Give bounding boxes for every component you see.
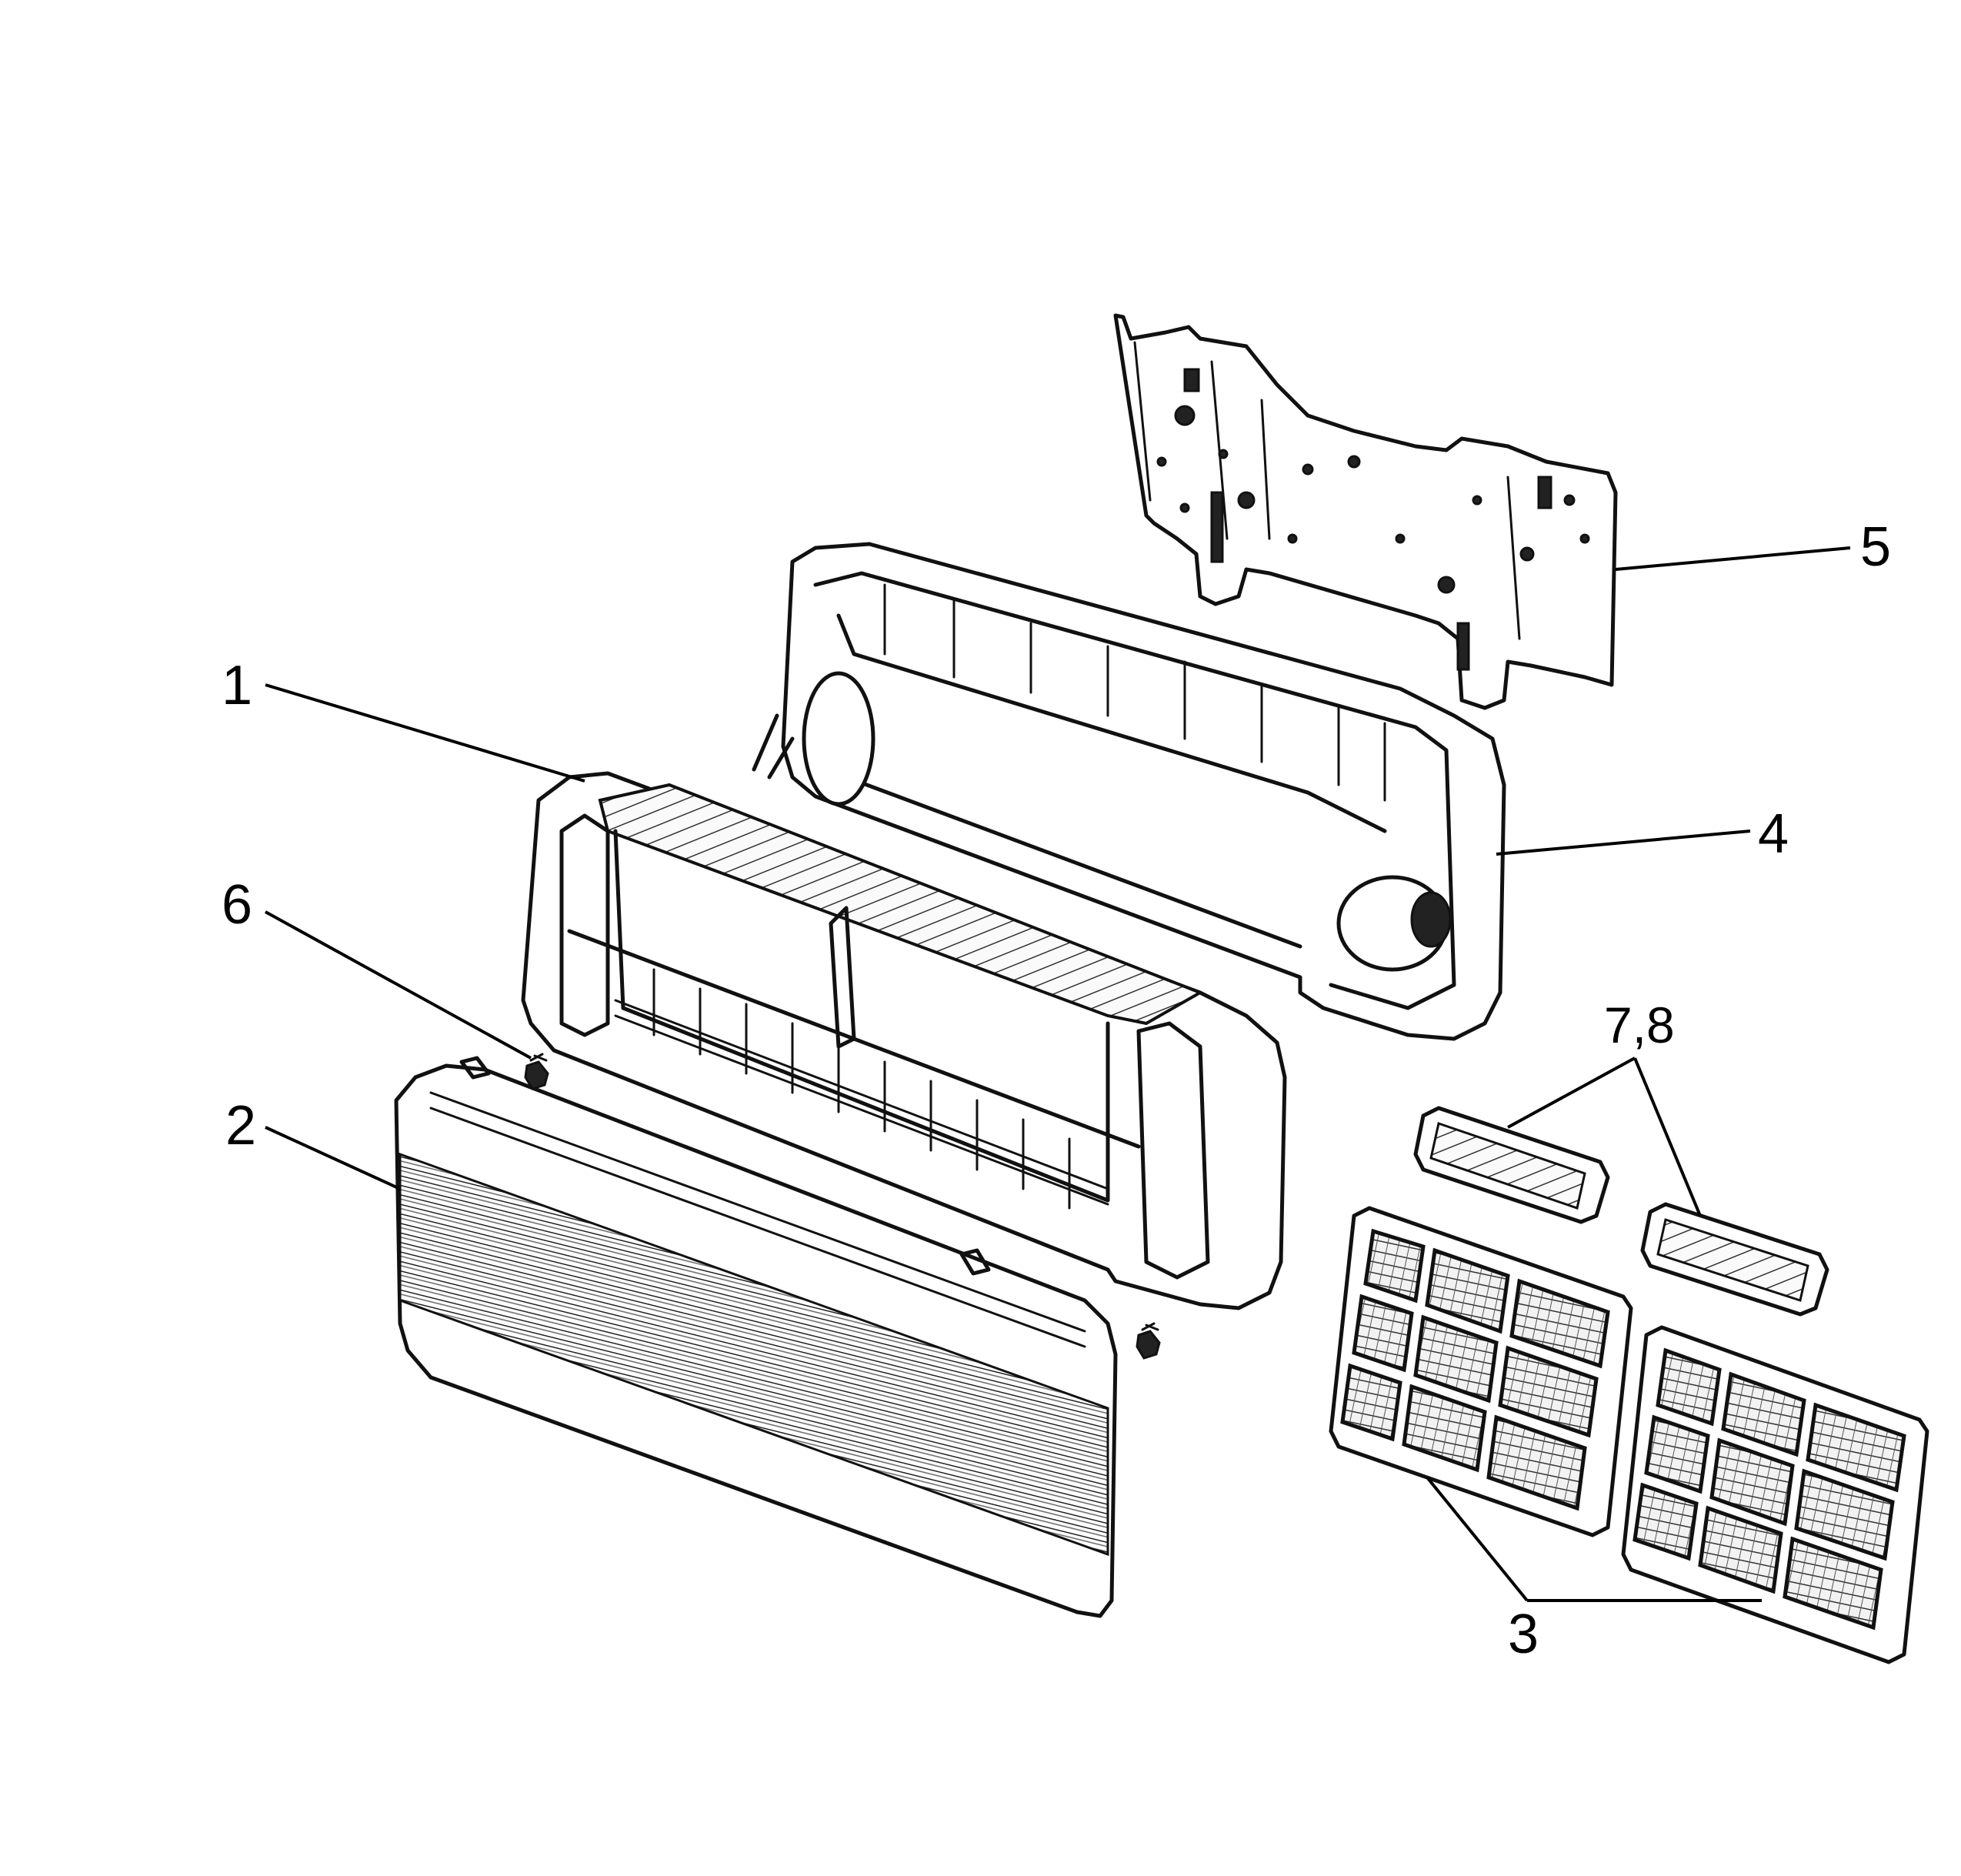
leader-2 (265, 1126, 401, 1190)
callout-4: 4 (1758, 803, 1789, 865)
callout-6: 6 (222, 874, 252, 936)
leader-4 (1496, 830, 1751, 856)
callout-2: 2 (225, 1095, 256, 1157)
callout-5: 5 (1860, 516, 1891, 578)
front-grille-panel-part (394, 1056, 1118, 1618)
screw-caps-part (524, 1053, 1161, 1360)
callout-labels: 1 2 3 4 5 6 7,8 (222, 516, 1891, 1665)
leader-3a (1426, 1476, 1529, 1602)
leader-7-8b (1633, 1057, 1702, 1217)
mounting-plate-part (1113, 313, 1618, 710)
callout-1: 1 (222, 655, 252, 716)
front-panel-frame-part (521, 771, 1287, 1310)
callout-7-8: 7,8 (1604, 996, 1675, 1053)
auxiliary-filters-part (1413, 1106, 1829, 1317)
leader-lines (265, 546, 1851, 1602)
callout-3: 3 (1508, 1604, 1539, 1665)
leader-5 (1615, 546, 1851, 571)
leader-7-8a (1507, 1057, 1636, 1129)
leader-6 (265, 910, 532, 1060)
air-filters-part (1329, 1206, 1929, 1664)
chassis-part (752, 542, 1506, 1041)
leader-1 (265, 683, 585, 783)
